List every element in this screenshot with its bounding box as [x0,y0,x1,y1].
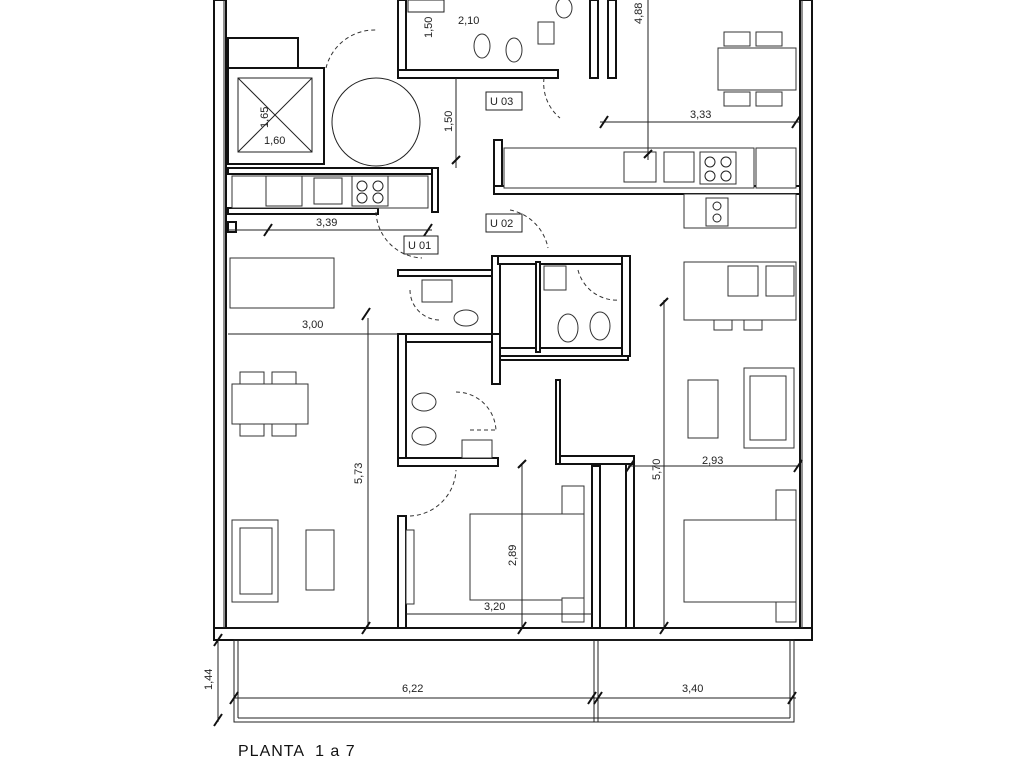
unit-label-u01: U 01 [408,240,431,252]
dim-1-50-top: 1,50 [423,17,435,38]
balcony [233,639,795,723]
dim-5-73: 5,73 [353,463,365,484]
dim-6-22: 6,22 [402,683,423,695]
dim-1-65: 1,65 [259,107,271,128]
dim-2-93: 2,93 [702,455,723,467]
dining-table-left [231,383,309,425]
dim-1-44: 1,44 [203,669,215,690]
plan-title: PLANTA 1 a 7 [238,743,356,760]
dim-3-20: 3,20 [484,601,505,613]
unit-label-u03: U 03 [490,96,513,108]
bed-middle [469,513,585,601]
dim-3-00: 3,00 [302,319,323,331]
unit-label-u02: U 02 [490,218,513,230]
dim-3-39: 3,39 [316,217,337,229]
dim-5-70: 5,70 [651,459,663,480]
dimension-lines [213,0,803,727]
dim-2-10: 2,10 [458,15,479,27]
bed-right [683,519,797,603]
dim-3-40: 3,40 [682,683,703,695]
dim-2-89: 2,89 [507,545,519,566]
dim-3-33: 3,33 [690,109,711,121]
dining-table-top-right [717,47,797,91]
dimension-labels: 2,10 1,50 4,88 1,65 1,60 1,50 3,33 3,39 … [203,3,723,695]
interior-walls [227,0,801,629]
doors [325,29,621,517]
furniture [229,0,797,623]
dim-4-88: 4,88 [633,3,645,24]
dim-1-50-mid: 1,50 [443,111,455,132]
unit-tags: U 03 U 02 U 01 [403,91,523,255]
dim-1-60: 1,60 [264,135,285,147]
